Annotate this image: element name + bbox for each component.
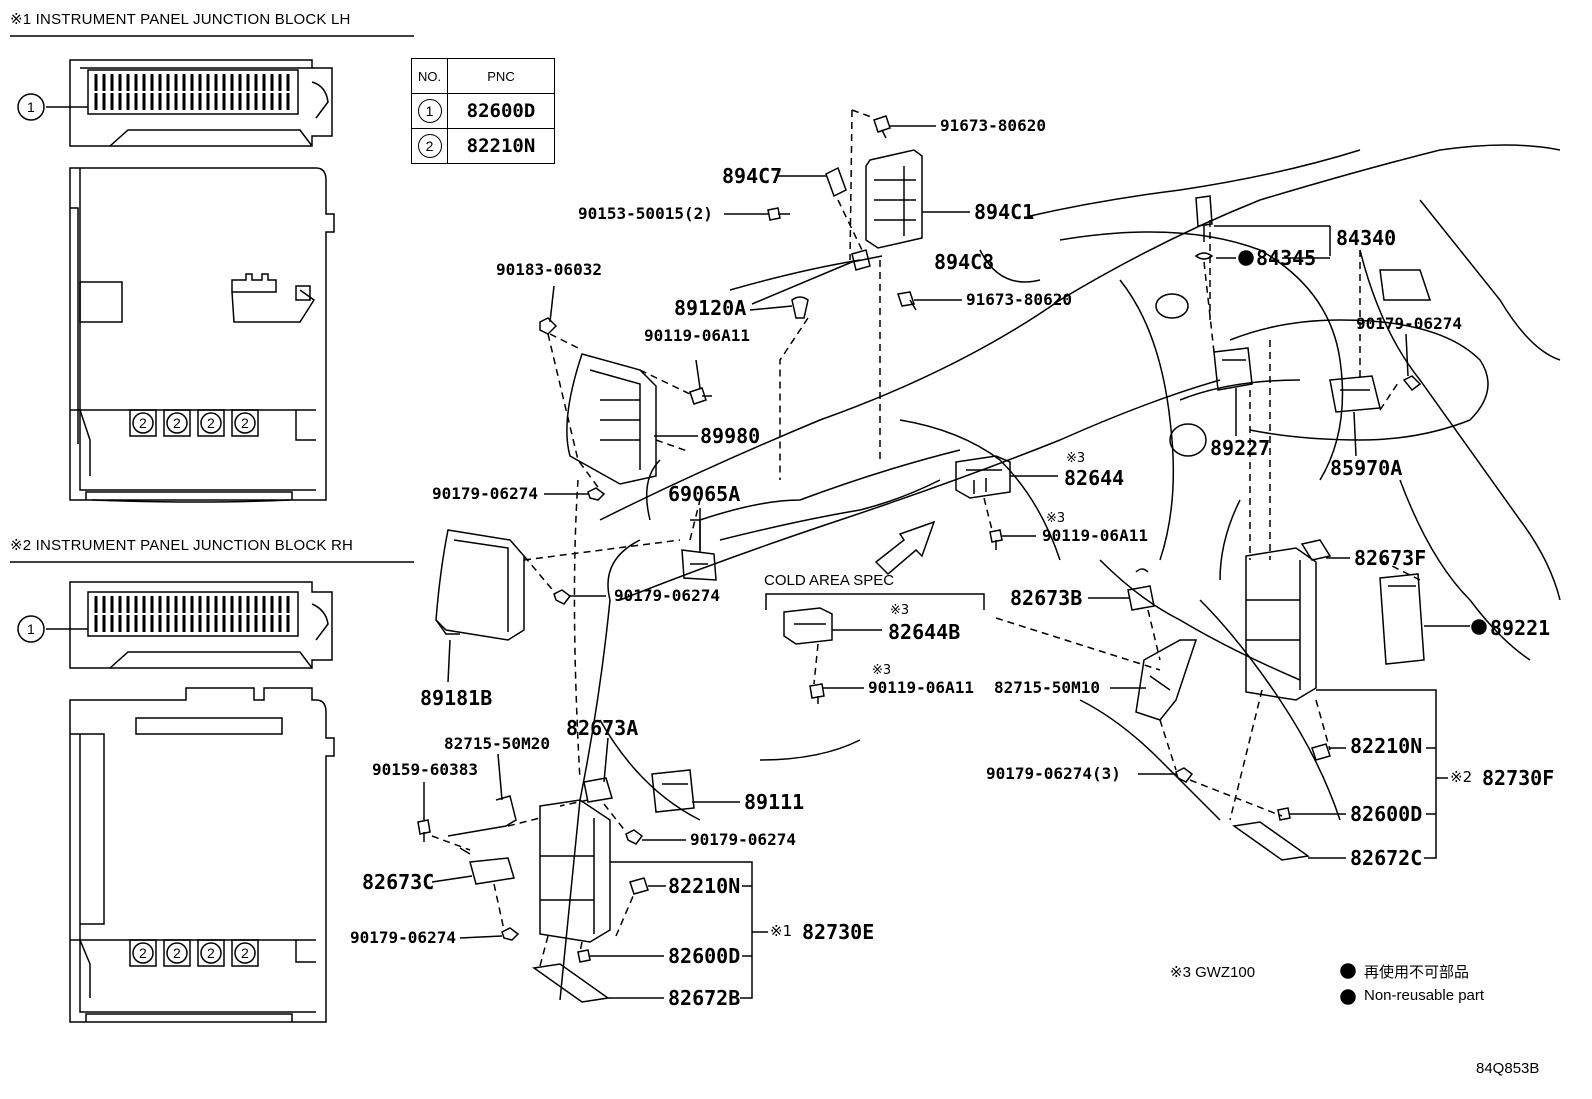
ecu-89181b-shape (435, 529, 525, 641)
lh-junction-block-body (69, 167, 335, 503)
label-82673c: 82673C (362, 870, 435, 894)
row-no-cell: 2 (411, 128, 448, 164)
label-90179-06274-3: 90179-06274(3) (986, 764, 1121, 783)
label-69065a: 69065A (668, 482, 741, 506)
label-90159-60383: 90159-60383 (372, 760, 478, 779)
label-89980: 89980 (700, 424, 761, 448)
label-90179-06274-r: 90179-06274 (1356, 314, 1462, 333)
label-90179-06274-a: 90179-06274 (432, 484, 538, 503)
label-90153-50015: 90153-50015(2) (578, 204, 713, 223)
diagram-code: 84Q853B (1476, 1060, 1540, 1077)
pnc-table-header: NO. PNC (411, 58, 555, 94)
label-82672b: 82672B (668, 986, 741, 1010)
inset-rh-mark-2c: 2 (207, 945, 215, 961)
ecu-894c1-shape (865, 149, 923, 249)
label-82600d-r: 82600D (1350, 802, 1423, 826)
label-82715-50m10: 82715-50M10 (994, 678, 1100, 697)
label-894c1: 894C1 (974, 200, 1035, 224)
label-90179-06274-b: 90179-06274 (614, 586, 720, 605)
mark-note3-82644: ※3 (1066, 451, 1086, 466)
label-82210n-l: 82210N (668, 874, 741, 898)
label-89111: 89111 (744, 790, 805, 814)
inset-lh-mark-2a: 2 (139, 415, 147, 431)
label-82673a: 82673A (566, 716, 639, 740)
junction-block-82730e-shape (539, 799, 611, 943)
label-82600d-l: 82600D (668, 944, 741, 968)
mark-note3-90119-c: ※3 (872, 663, 892, 678)
inset-lh-mark-2c: 2 (207, 415, 215, 431)
label-84340: 84340 (1336, 226, 1397, 250)
inset-lh-mark-2d: 2 (241, 415, 249, 431)
row-no: 1 (417, 99, 442, 123)
label-82730f: 82730F (1482, 766, 1555, 790)
col-pnc-header: PNC (447, 58, 555, 94)
label-82673b: 82673B (1010, 586, 1083, 610)
legend-gwz100: ※3 GWZ100 (1170, 964, 1256, 981)
pnc-table: NO. PNC 1 82600D 2 82210N (411, 58, 555, 164)
inset-rh-mark-2a: 2 (139, 945, 147, 961)
label-90183-06032: 90183-06032 (496, 260, 602, 279)
col-no-header: NO. (411, 58, 448, 94)
inset-rh-mark-2b: 2 (173, 945, 181, 961)
label-90119-06a11-c: 90119-06A11 (868, 678, 974, 697)
label-894c7: 894C7 (722, 164, 783, 188)
row-no: 2 (417, 134, 442, 158)
rh-connector-block (69, 581, 333, 669)
inset-rh-mark-1: 1 (27, 621, 35, 637)
table-row: 2 82210N (411, 128, 555, 164)
table-row: 1 82600D (411, 93, 555, 129)
label-89120a: 89120A (674, 296, 747, 320)
legend-non-reusable-en: Non-reusable part (1364, 987, 1485, 1004)
row-pnc: 82600D (447, 93, 555, 129)
label-82644b: 82644B (888, 620, 961, 644)
leader-lines (423, 125, 1470, 999)
row-pnc: 82210N (447, 128, 555, 164)
mark-note1: ※1 (770, 922, 793, 940)
junction-block-82730f-shape (1245, 547, 1317, 701)
label-82673f: 82673F (1354, 546, 1427, 570)
label-894c8: 894C8 (934, 250, 995, 274)
label-91673-80620-a: 91673-80620 (940, 116, 1046, 135)
header-rh: ※2 INSTRUMENT PANEL JUNCTION BLOCK RH (10, 537, 354, 554)
inset-lh-mark-2b: 2 (173, 415, 181, 431)
row-no-cell: 1 (411, 93, 448, 129)
lh-connector-block (69, 59, 333, 147)
label-89221: 89221 (1490, 616, 1551, 640)
label-cold-area-spec: COLD AREA SPEC (764, 572, 895, 589)
label-90119-06a11-b: 90119-06A11 (1042, 526, 1148, 545)
legend-non-reusable-jp: 再使用不可部品 (1364, 963, 1470, 981)
label-90179-06274-d: 90179-06274 (350, 928, 456, 947)
dashed-lines (431, 109, 1421, 967)
instrument-panel-outline (559, 144, 1561, 1001)
label-82672c: 82672C (1350, 846, 1423, 870)
label-82730e: 82730E (802, 920, 875, 944)
label-82644: 82644 (1064, 466, 1125, 490)
mark-note3-90119-b: ※3 (1046, 511, 1066, 526)
label-85970a: 85970A (1330, 456, 1403, 480)
label-82715-50m20: 82715-50M20 (444, 734, 550, 753)
label-90119-06a11-a: 90119-06A11 (644, 326, 750, 345)
label-84345: 84345 (1256, 246, 1317, 270)
header-lh: ※1 INSTRUMENT PANEL JUNCTION BLOCK LH (10, 11, 351, 28)
label-90179-06274-c: 90179-06274 (690, 830, 796, 849)
inset-lh-mark-1: 1 (27, 99, 35, 115)
front-arrow (874, 520, 936, 576)
ecu-89980-shape (566, 353, 657, 485)
mark-note3-82644b: ※3 (890, 603, 910, 618)
label-82210n-r: 82210N (1350, 734, 1423, 758)
label-89227: 89227 (1210, 436, 1271, 460)
mark-note2: ※2 (1450, 768, 1473, 786)
label-91673-80620-b: 91673-80620 (966, 290, 1072, 309)
rh-junction-block-body (69, 687, 335, 1023)
label-89181b: 89181B (420, 686, 493, 710)
inset-rh-mark-2d: 2 (241, 945, 249, 961)
